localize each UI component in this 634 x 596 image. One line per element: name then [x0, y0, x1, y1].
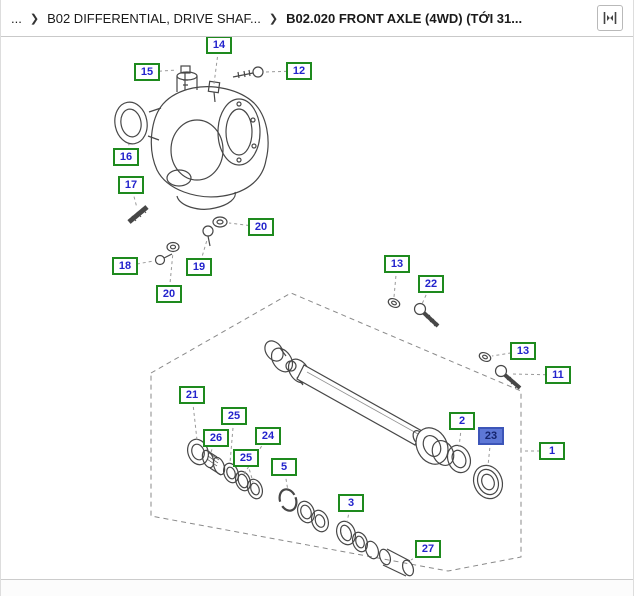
- part-callout-11[interactable]: 11: [545, 366, 571, 384]
- assembly-outline: [150, 292, 522, 572]
- bottom-scroll-area: [1, 579, 633, 596]
- breadcrumb: ... ❯ B02 DIFFERENTIAL, DRIVE SHAF... ❯ …: [1, 0, 633, 37]
- resize-panes-button[interactable]: [597, 5, 623, 31]
- chevron-right-icon: ❯: [268, 12, 279, 25]
- breadcrumb-item-current: B02.020 FRONT AXLE (4WD) (TỚI 31...: [286, 10, 523, 26]
- part-callout-23-selected[interactable]: 23: [478, 427, 504, 445]
- part-callout-24[interactable]: 24: [255, 427, 281, 445]
- part-callout-27[interactable]: 27: [415, 540, 441, 558]
- differential-housing: [114, 65, 269, 266]
- drive-shaft-assembly: [264, 340, 455, 467]
- part-callout-12[interactable]: 12: [286, 62, 312, 80]
- part-callout-18[interactable]: 18: [112, 257, 138, 275]
- part-callout-1[interactable]: 1: [539, 442, 565, 460]
- part-callout-2[interactable]: 2: [449, 412, 475, 430]
- part-callout-3[interactable]: 3: [338, 494, 364, 512]
- part-callout-20[interactable]: 20: [248, 218, 274, 236]
- shaft-small-parts: [187, 438, 504, 577]
- part-callout-22[interactable]: 22: [418, 275, 444, 293]
- part-callout-17[interactable]: 17: [118, 176, 144, 194]
- part-callout-13[interactable]: 13: [510, 342, 536, 360]
- part-callout-21[interactable]: 21: [179, 386, 205, 404]
- part-callout-20[interactable]: 20: [156, 285, 182, 303]
- collapse-panes-icon: [603, 12, 617, 24]
- part-callout-26[interactable]: 26: [203, 429, 229, 447]
- part-callout-15[interactable]: 15: [134, 63, 160, 81]
- breadcrumb-item-section[interactable]: B02 DIFFERENTIAL, DRIVE SHAF...: [47, 10, 261, 26]
- part-callout-16[interactable]: 16: [113, 148, 139, 166]
- part-callout-13[interactable]: 13: [384, 255, 410, 273]
- part-callout-25[interactable]: 25: [221, 407, 247, 425]
- part-callout-5[interactable]: 5: [271, 458, 297, 476]
- part-callout-14[interactable]: 14: [206, 36, 232, 54]
- part-callout-19[interactable]: 19: [186, 258, 212, 276]
- fasteners: [387, 297, 522, 390]
- breadcrumb-item-root[interactable]: ...: [11, 10, 22, 26]
- chevron-right-icon: ❯: [29, 12, 40, 25]
- part-callout-25[interactable]: 25: [233, 449, 259, 467]
